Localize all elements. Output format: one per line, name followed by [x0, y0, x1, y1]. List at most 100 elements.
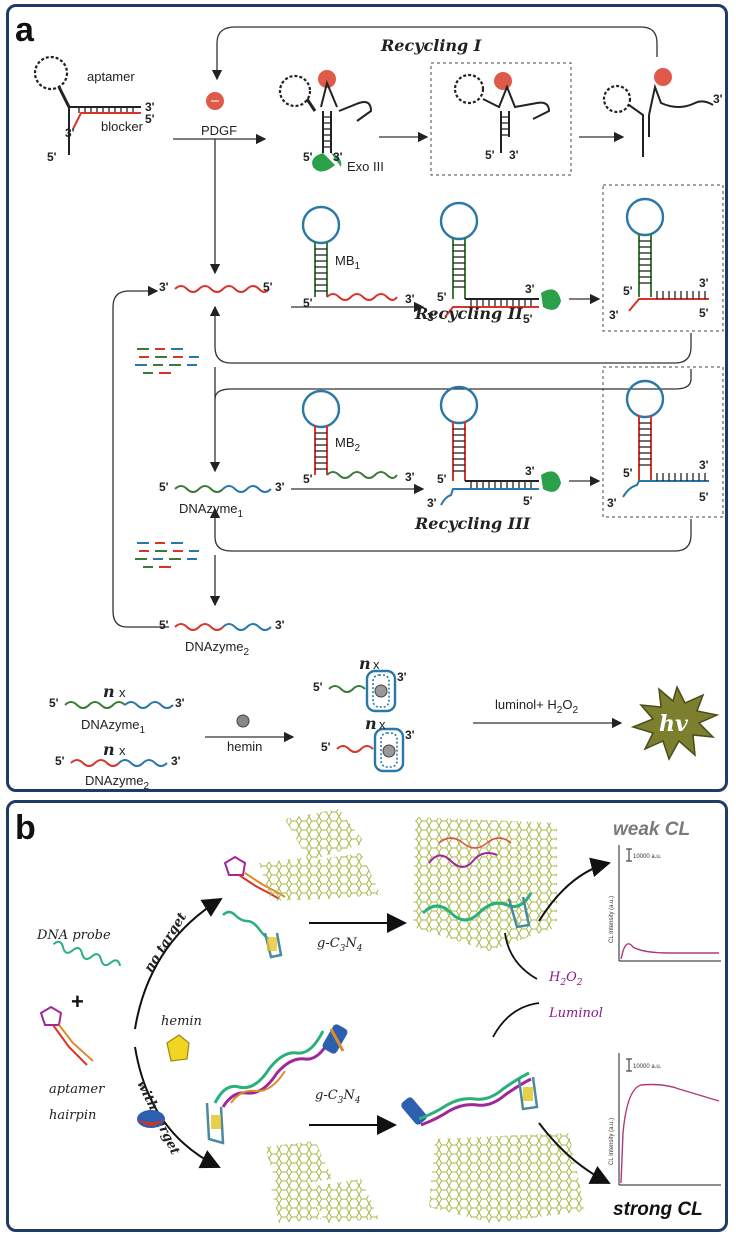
dnazyme1-strand	[222, 485, 272, 493]
mb2-product-box	[602, 366, 724, 518]
svg-text:3': 3'	[405, 728, 415, 742]
weak-yaxis-label: CL Intensity (a.u.)	[609, 896, 615, 943]
svg-text:3': 3'	[275, 480, 285, 494]
panel-b-diagram: b DNA probe + aptamer hairpin no target …	[15, 809, 721, 1223]
fragments-1	[135, 348, 199, 374]
bottom-dnazyme2-label: DNAzyme2	[85, 773, 150, 789]
svg-text:3': 3'	[699, 276, 709, 290]
gcn-large-sheet-lower	[429, 1133, 585, 1223]
svg-text:5': 5'	[523, 494, 533, 508]
weak-cl-label: weak CL	[613, 819, 690, 840]
panel-a-diagram: a Recycling I aptamer blocker 3' 5' 3' 5…	[15, 11, 724, 789]
svg-text:5': 5'	[623, 466, 633, 480]
svg-text:5': 5'	[485, 148, 495, 162]
svg-text:3': 3'	[525, 282, 535, 296]
exo-iii-label: Exo III	[347, 159, 384, 174]
svg-text:3': 3'	[609, 308, 619, 322]
panel-b-label: b	[15, 809, 36, 847]
weak-cl-arrow	[538, 857, 611, 922]
svg-text:5': 5'	[49, 696, 59, 710]
free-duplex	[401, 1071, 539, 1127]
mb1-duplex	[439, 201, 561, 318]
no-target-arrow	[134, 897, 223, 1030]
strong-cl-arrow	[538, 1122, 611, 1184]
released-aptamer-pdgf	[602, 68, 714, 157]
dnazyme2-strand	[222, 623, 272, 631]
recycling-1-loop-arrow	[211, 26, 658, 81]
hv-label: hv	[659, 711, 688, 737]
plus-sign: +	[71, 989, 84, 1014]
weak-scale-label: 10000 a.u.	[633, 854, 662, 860]
n-dnazyme2-strand	[118, 759, 168, 767]
adsorbed-probe	[421, 892, 533, 922]
aptamer-blocker-complex	[33, 55, 141, 155]
mb1-product-box	[602, 184, 724, 332]
hairpin-label: hairpin	[49, 1108, 96, 1123]
svg-text:3': 3'	[405, 470, 415, 484]
upper-gcn-label: g-C3N4	[317, 936, 363, 954]
gcn-sheet-1	[285, 809, 365, 861]
svg-text:5': 5'	[47, 150, 57, 164]
g-quadruplex-1	[365, 669, 397, 713]
luminol-label-b: Luminol	[548, 1006, 603, 1021]
blocker-label: blocker	[101, 119, 144, 134]
svg-text:3': 3'	[159, 280, 169, 294]
dnazyme1-label: DNAzyme1	[179, 501, 244, 520]
recycling-3-loop-arrow	[209, 507, 692, 552]
gcn-sheet-4	[265, 1141, 333, 1187]
reagent-arrow-down	[492, 1002, 540, 1038]
x-label-3: x	[373, 657, 380, 672]
n-label-2: n	[103, 740, 115, 759]
panel-a: a Recycling I aptamer blocker 3' 5' 3' 5…	[6, 4, 728, 792]
hemin-label: hemin	[227, 739, 262, 754]
recycling-3-title: Recycling III	[414, 514, 531, 533]
panel-b: b DNA probe + aptamer hairpin no target …	[6, 800, 728, 1232]
dna-probe-label: DNA probe	[36, 928, 111, 943]
svg-text:5': 5'	[699, 490, 709, 504]
mb2-digested	[622, 379, 709, 498]
svg-text:5': 5'	[699, 306, 709, 320]
reagent-arrow-up	[504, 932, 538, 980]
svg-text:3': 3'	[509, 148, 519, 162]
svg-text:3': 3'	[145, 100, 155, 114]
hemin-label-b: hemin	[161, 1014, 202, 1029]
mb1-hairpin	[301, 205, 398, 301]
svg-text:3': 3'	[171, 754, 181, 768]
svg-text:3': 3'	[405, 292, 415, 306]
svg-text:3': 3'	[275, 618, 285, 632]
svg-text:3': 3'	[525, 464, 535, 478]
svg-text:3': 3'	[65, 126, 75, 140]
recycling-2-title: Recycling II	[414, 304, 523, 323]
svg-text:5': 5'	[55, 754, 65, 768]
recycling-3-top-link	[214, 369, 692, 400]
panel-a-label: a	[15, 11, 35, 49]
h2o2-label: H2O2	[548, 970, 583, 988]
svg-text:5': 5'	[313, 680, 323, 694]
gcn-sheet-3	[309, 853, 381, 899]
aptamer-hairpin-icon	[39, 1005, 94, 1066]
luminol-h2o2-label: luminol+ H2O2	[495, 697, 578, 716]
svg-text:3': 3'	[175, 696, 185, 710]
gcn-large-sheet-upper	[413, 817, 557, 951]
mb2-duplex	[439, 385, 561, 506]
x-label-4: x	[379, 717, 386, 732]
gcn-sheet-5	[309, 1179, 379, 1223]
fragments-2	[135, 542, 199, 568]
recycling-1-title: Recycling I	[380, 36, 482, 55]
pdgf-label: PDGF	[201, 123, 237, 138]
svg-text:3': 3'	[607, 496, 617, 510]
g-quadruplex-2	[373, 727, 405, 773]
svg-text:5': 5'	[523, 312, 533, 326]
svg-text:5': 5'	[263, 280, 273, 294]
strong-cl-plot	[618, 1053, 721, 1186]
released-red-strand	[174, 285, 270, 293]
hv-starburst-icon	[630, 684, 720, 761]
n-label-3: n	[359, 654, 371, 673]
svg-text:5': 5'	[303, 296, 313, 310]
svg-text:5': 5'	[303, 150, 313, 164]
hemin-icon	[166, 1034, 190, 1062]
n-label-1: n	[103, 682, 115, 701]
mb1-digested	[625, 197, 709, 312]
lower-gcn-label: g-C3N4	[315, 1088, 361, 1106]
strong-cl-label: strong CL	[613, 1199, 703, 1220]
